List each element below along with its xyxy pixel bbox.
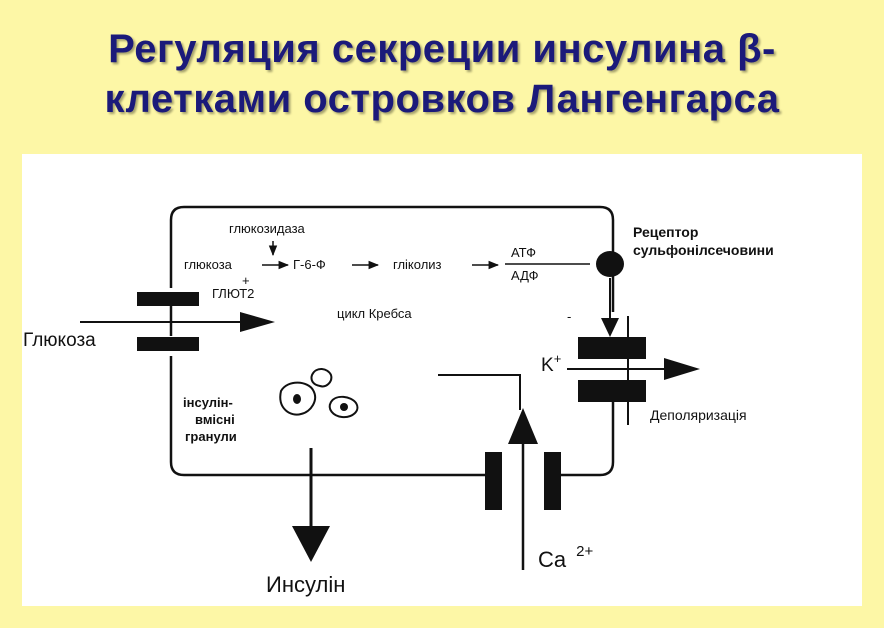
granule-right [328,395,359,419]
krebs-cycle-label: цикл Кребса [337,306,412,321]
granules-label-line-2: вмісні [195,412,235,427]
slide-title: Регуляция секреции инсулина β- клетками … [0,24,884,124]
glucose-entry-arrowhead [240,312,275,332]
depolarization-label: Деполяризація [650,407,747,423]
receptor-label-line-2: сульфонілсечовини [633,242,774,258]
plus-label: + [242,273,250,288]
receptor-to-k-channel-arrowhead [601,318,619,337]
glut2-label: ГЛЮТ2 [212,286,254,301]
k-channel-top [578,337,646,359]
ca-ion-symbol: Ca [538,547,567,572]
slide-title-line-1: Регуляция секреции инсулина β- [108,27,776,71]
k-ion-symbol: K [541,355,554,376]
granule-small [310,368,333,388]
k-ion-charge: + [554,351,562,366]
insulin-label: Инсулін [266,572,345,597]
ca-influx-arrowhead [508,408,538,444]
diagram-panel [22,154,862,606]
k-efflux-arrowhead [664,358,700,380]
granule-right-core [340,403,348,411]
g6f-label: Г-6-Ф [293,257,326,272]
cell-membrane [169,205,615,312]
glucose-inner-label: глюкоза [184,257,233,272]
glut2-channel-bottom [137,337,199,351]
ca-ion-label: Ca 2+ [538,543,593,572]
granules-label-line-1: інсулін- [183,395,233,410]
slide-title-line-2: клетками островков Лангенгарса [104,77,780,121]
granules-label-line-3: гранули [185,429,237,444]
insulin-secretion-arrowhead [292,526,330,562]
adp-label: АДФ [511,268,539,283]
k-ion-label: K+ [541,351,561,376]
ca-ion-charge: 2+ [576,543,593,560]
cell-membrane-lower [169,356,615,477]
ca-channel-left [485,452,502,510]
ca-channel-right [544,452,561,510]
sulfonylurea-receptor-icon [596,251,624,277]
glycolysis-label: гліколиз [393,257,442,272]
k-channel-bottom [578,380,646,402]
atp-label: АТФ [511,245,536,260]
glut2-channel-top [137,292,199,306]
minus-mark: - [567,309,571,324]
depolarization-signal-line [438,374,521,410]
granule-large-core [293,394,301,404]
glucose-outer-label: Глюкоза [23,330,96,351]
glucosidase-label: глюкозидаза [229,221,306,236]
granule-large [279,381,317,416]
receptor-label-line-1: Рецептор [633,224,698,240]
